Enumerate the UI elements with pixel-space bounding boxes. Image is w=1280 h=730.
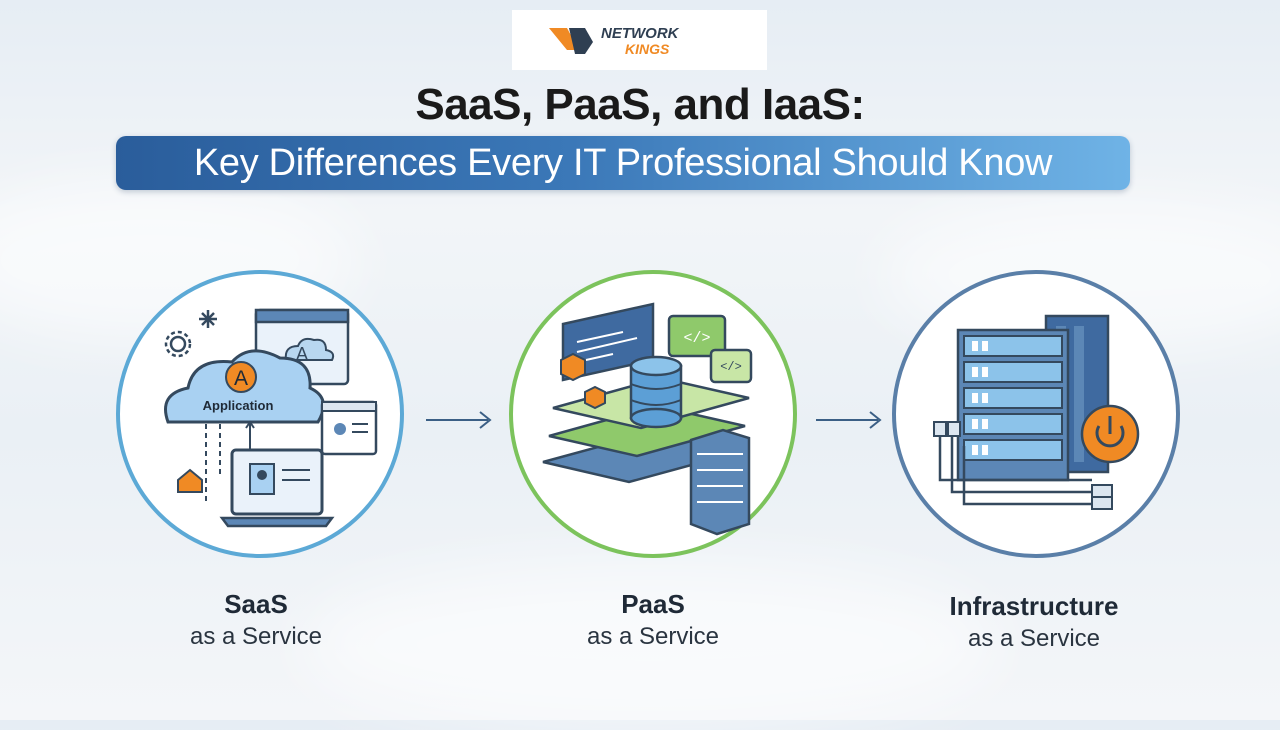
svg-text:NETWORK: NETWORK xyxy=(601,25,680,42)
code-bubble-icon: </> xyxy=(667,314,727,358)
database-icon xyxy=(629,355,683,429)
network-kings-logo: NETWORK KINGS xyxy=(512,10,767,70)
svg-text:</>: </> xyxy=(720,360,742,374)
hexagon-badge-icon xyxy=(560,352,606,410)
home-icon xyxy=(177,468,203,493)
background-cloud xyxy=(300,560,1000,730)
gear-icon xyxy=(164,330,192,358)
svg-text:A: A xyxy=(296,344,308,364)
svg-text:KINGS: KINGS xyxy=(625,41,670,57)
svg-text:A: A xyxy=(234,367,248,390)
page-title: SaaS, PaaS, and IaaS: xyxy=(415,80,865,129)
subtitle-banner: Key Differences Every IT Professional Sh… xyxy=(116,136,1130,190)
sparkle-icon xyxy=(199,310,217,328)
profile-window-icon xyxy=(320,400,378,456)
saas-heading: SaaS xyxy=(224,589,288,619)
connector-plug-icon xyxy=(933,421,1113,510)
iaas-subheading: as a Service xyxy=(967,625,1101,652)
server-tower-icon xyxy=(689,428,751,536)
saas-label: SaaS as a Service xyxy=(106,588,406,654)
saas-subheading: as a Service xyxy=(189,623,323,650)
code-bubble-small-icon: </> xyxy=(709,348,753,384)
iaas-heading: Infrastructure xyxy=(949,591,1119,621)
iaas-label: Infrastructure as a Service xyxy=(884,590,1184,656)
svg-text:</>: </> xyxy=(683,330,710,347)
paas-illustration: </> </> xyxy=(509,270,797,558)
saas-illustration: A A Application xyxy=(116,270,404,558)
paas-label: PaaS as a Service xyxy=(503,588,803,654)
arrow-right-icon xyxy=(816,411,882,429)
iaas-illustration xyxy=(892,270,1180,558)
laptop-icon xyxy=(219,448,335,528)
cloud-icon: A Application xyxy=(164,349,325,424)
power-button-icon xyxy=(1080,404,1140,464)
server-rack-icon xyxy=(956,314,1110,482)
arrow-right-icon xyxy=(426,411,492,429)
paas-subheading: as a Service xyxy=(586,623,720,650)
subtitle-text: Key Differences Every IT Professional Sh… xyxy=(193,141,1053,184)
paas-heading: PaaS xyxy=(621,589,685,619)
svg-text:Application: Application xyxy=(203,398,274,413)
cable-icon xyxy=(938,434,1092,506)
